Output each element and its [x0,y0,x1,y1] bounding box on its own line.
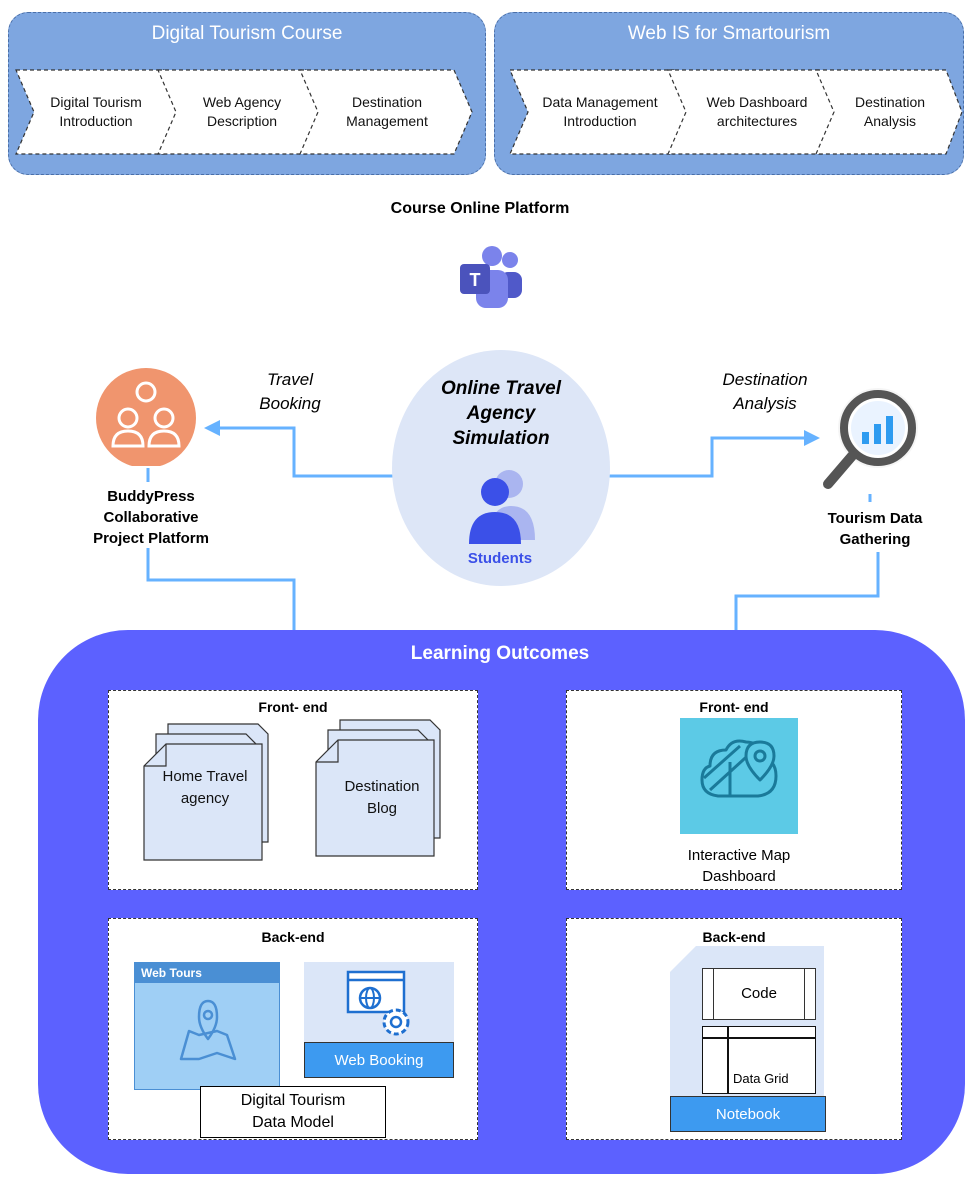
step-label: Data Management Introduction [542,94,658,129]
web-settings-icon [346,970,410,1036]
home-travel-doc-icon [143,723,269,861]
grid-line [703,1037,815,1039]
box-title: Front- end [258,699,328,715]
map-pin-icon [179,999,237,1061]
destination-blog-label: Destination Blog [344,778,420,817]
buddypress-icon [86,366,210,468]
students-label: Students [467,550,533,567]
destination-blog-doc-icon [315,719,441,857]
svg-text:T: T [470,270,481,290]
data-grid-label: Data Grid [733,1071,789,1086]
step-label: Digital Tourism Introduction [50,94,142,129]
code-label: Code [741,985,777,1002]
travel-booking-label: Travel Booking [259,370,321,413]
cell-divider [713,969,714,1019]
connector-arrows [146,420,880,675]
home-travel-label: Home Travel agency [162,768,248,807]
data-model-label: Digital Tourism Data Model [240,1092,346,1131]
map-dashboard-icon [680,718,798,834]
box-title: Front- end [699,699,769,715]
teams-icon: T [452,238,532,318]
tourism-data-label: Tourism Data Gathering [827,510,923,548]
data-model-box: Digital Tourism Data Model [200,1086,386,1138]
cell-divider [804,969,805,1019]
data-grid-cell: Data Grid [702,1026,816,1094]
platform-title: Course Online Platform [390,200,570,217]
panel-title: Digital Tourism Course [151,23,343,44]
step-chevron [815,69,963,155]
box-title: Back-end [702,929,766,945]
notebook-button[interactable]: Notebook [670,1096,826,1132]
learning-outcomes-title: Learning Outcomes [410,643,590,664]
step-label: Web Agency Description [202,94,282,129]
web-tours-header [135,963,279,983]
dashboard-label: Interactive Map Dashboard [687,847,791,885]
simulation-title: Online Travel Agency Simulation [440,378,562,449]
code-cell: Code [702,968,816,1020]
students-icon [455,466,545,546]
panel-title: Web IS for Smartourism [627,23,831,44]
step-label: Destination Analysis [854,94,926,129]
web-booking-button[interactable]: Web Booking [304,1042,454,1078]
buddypress-label: BuddyPress Collaborative Project Platfor… [93,488,209,547]
destination-analysis-label: Destination Analysis [722,370,808,413]
simulation-circle [392,350,610,586]
web-tours-window: Web Tours [134,962,280,1090]
step-label: Destination Management [346,94,428,129]
grid-line [727,1027,729,1093]
web-booking-label: Web Booking [334,1051,424,1069]
box-title: Back-end [261,929,325,945]
web-tours-label: Web Tours [141,966,202,980]
step-label: Web Dashboard architectures [706,94,808,129]
step-chevron [299,69,473,155]
notebook-label: Notebook [715,1105,781,1123]
magnifier-chart-icon [818,380,928,494]
